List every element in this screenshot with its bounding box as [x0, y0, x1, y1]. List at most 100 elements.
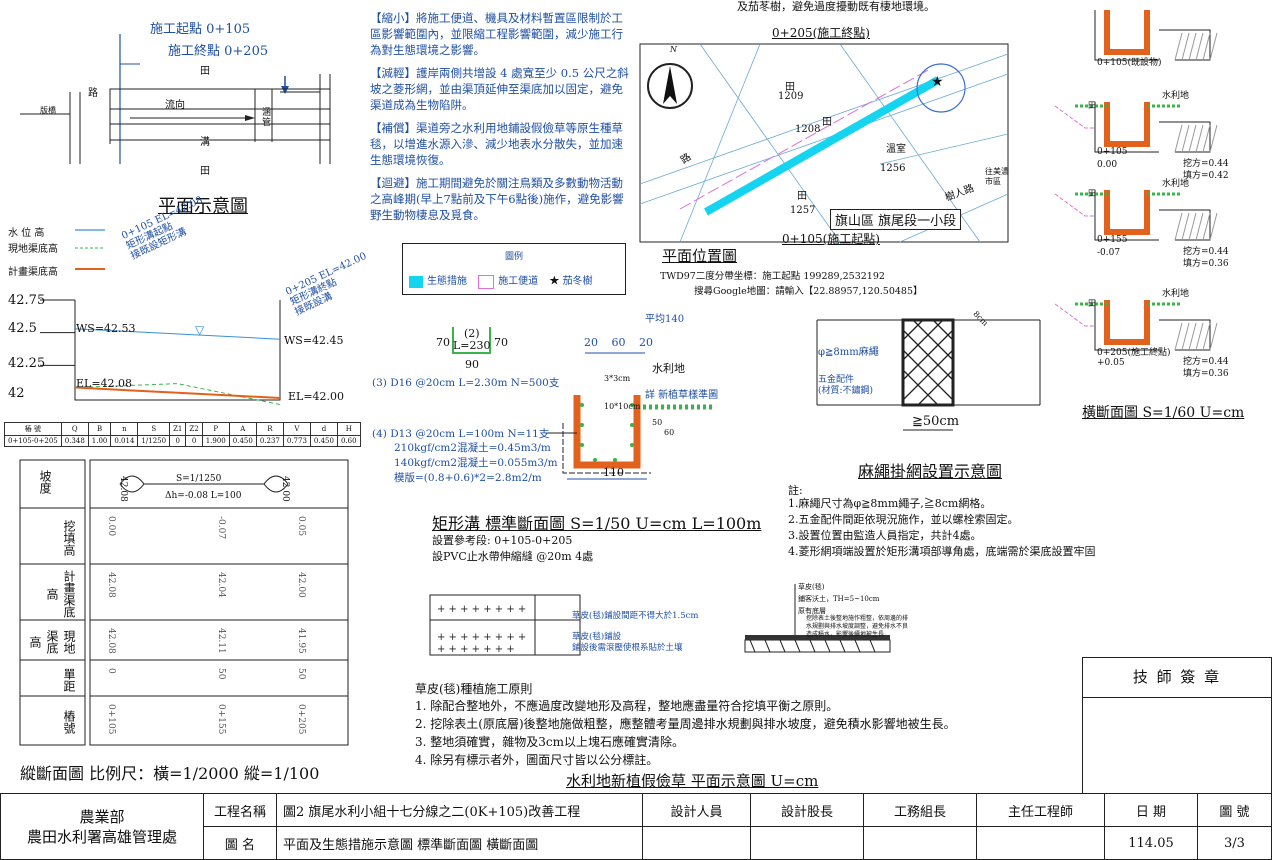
depth-b: 60: [664, 428, 675, 437]
grid-row-label: 樁號: [62, 710, 76, 734]
depth-a: 50: [652, 418, 663, 427]
xs-water-land: 水利地: [1162, 91, 1190, 101]
field-top: 田: [200, 66, 210, 77]
eco-measure-tag: 【迴避】: [370, 176, 416, 190]
slope-detail: Δh=-0.08 L=100: [165, 491, 242, 501]
hydraulic-cell: 0.773: [282, 435, 311, 447]
legend-existing-bottom: 現地渠底高: [8, 244, 58, 255]
xs-cut: 挖方=0.44: [1183, 247, 1229, 257]
turf-layer1: 草皮(毯): [798, 583, 825, 591]
sig-works-chief: [863, 826, 977, 860]
turf-principles: 1. 除配合整地外，不應過度改變地形及高程，整地應盡量符合挖填平衡之原則。2. …: [415, 697, 956, 769]
hydraulic-header-cell: d: [309, 422, 338, 436]
location-coord2: 搜尋Google地圖：請輸入【22.88957,120.50485】: [694, 286, 923, 297]
grid-cell: 0+155: [216, 704, 226, 735]
std-width: 110: [603, 466, 624, 479]
turf-note1: 草皮(毯)鋪設間距不得大於1.5cm: [572, 611, 699, 621]
grid-cell: 0.05: [296, 516, 306, 537]
turf-principle: 3. 整地須確實，雜物及3cm以上塊石應確實清除。: [415, 735, 684, 749]
road-label: 路: [88, 88, 98, 99]
map-start-label: 0+105(施工起點): [782, 232, 880, 246]
grid-cell: 0.00: [106, 516, 116, 537]
rope-note: 1.麻繩尺寸為φ≧8mm繩子,≧8cm網格。: [788, 497, 992, 510]
eco-measure-item: 【迴避】施工期間避免於關注鳥類及多數動物活動之高峰期(早上7點前及下午6點後)施…: [370, 175, 632, 223]
std-sub2: 設PVC止水帶伸縮縫 @20m 4處: [432, 550, 594, 563]
eco-measure-text: 渠道旁之水利用地鋪設假儉草等原生種草毯，以增進水源入滲、減少地表水分散失，並加速…: [370, 121, 623, 167]
access-road-swatch: [478, 274, 495, 289]
grid-row-label: 計畫渠底高: [45, 570, 76, 618]
proj-name: 圖2 旗尾水利小組十七分線之二(0K+105)改善工程: [276, 793, 643, 827]
y-tick-2: 42.5: [8, 321, 37, 336]
channel-section: [1104, 10, 1150, 55]
slope-row-label: 坡度: [38, 470, 52, 494]
date-value: 114.05: [1104, 826, 1198, 860]
dim-20b: 20: [639, 336, 653, 349]
grid-cell: 42.08: [106, 628, 116, 654]
lot-2: 1209: [778, 91, 804, 102]
role-designer: 設計人員: [642, 793, 751, 827]
dim-60: 60: [611, 336, 626, 349]
cross-sections-drawing: [1054, 10, 1218, 351]
culvert-label: 涵管: [262, 108, 272, 128]
xs-field: 田: [1088, 189, 1096, 198]
map-end-label: 0+205(施工終點): [772, 26, 870, 40]
hydraulic-header-cell: H: [336, 422, 361, 436]
org-name-1: 農業部: [79, 807, 125, 826]
org-name-2: 農田水利署高雄管理處: [26, 827, 177, 846]
no-value: 3/3: [1197, 826, 1272, 860]
xs-cut: 挖方=0.44: [1183, 357, 1229, 367]
signature-box: 技 師 簽 章: [1082, 657, 1272, 794]
profile-title: 縱斷面圖 比例尺：橫=1/2000 縱=1/100: [20, 764, 320, 783]
slope-right: 42.00: [280, 476, 290, 502]
field-bottom: 田: [200, 166, 210, 177]
eco-measure-tag: 【縮小】: [370, 11, 416, 25]
xs-elev: -0.07: [1097, 248, 1121, 258]
series-line-2: [74, 386, 281, 399]
xs-fill: 填方=0.42: [1183, 171, 1229, 181]
hydraulic-cell: 0.450: [228, 435, 257, 447]
svg-text:+ + + + + + + +: + + + + + + + +: [437, 604, 526, 615]
plan-sketch-drawing: [20, 34, 331, 164]
grid-cell: 42.00: [296, 572, 306, 598]
sig-designer: [642, 826, 751, 860]
hydraulic-header-cell: B: [87, 422, 112, 436]
legend-tree: 茄冬樹: [562, 276, 593, 287]
grass-note: 詳 新植草樣準圖: [645, 390, 719, 401]
grid-cell: 42.11: [216, 628, 226, 654]
standard-section-drawing: [452, 327, 715, 480]
channel-section: [1104, 190, 1150, 235]
hydraulic-header-cell: A: [228, 422, 257, 436]
rope-width: ≧50cm: [912, 414, 960, 429]
legend-access: 施工便道: [498, 276, 539, 287]
hydraulic-header-cell: 樁 號: [4, 422, 62, 436]
rope-notes: 1.麻繩尺寸為φ≧8mm繩子,≧8cm網格。2.五金配件間距依現況施作，並以螺栓…: [788, 496, 1096, 560]
turf-layer3-detail: 挖除表土後整地施作粗整，依周邊的排水規劃與排水坡度調整，避免排水不良造成積水，影…: [806, 615, 909, 638]
rope-notes-title: 註:: [788, 484, 803, 497]
map-top-note: 及茄苳樹，避免過度擾動既有棲地環境。: [737, 0, 935, 13]
eco-measure-item: 【減輕】護岸兩側共增設 4 處寬至少 0.5 公尺之斜坡之菱形網，並由渠頂延伸至…: [370, 65, 632, 113]
hydraulic-header-cell: V: [282, 422, 311, 436]
turf-note2: 草皮(毯)鋪設 鋪設後需滾壓使根系貼於土壤: [572, 632, 683, 653]
turf-layer3: 原有底層: [798, 607, 826, 615]
plan-sketch-title: 平面示意圖: [158, 196, 248, 217]
rope-note: 3.設置位置由監造人員指定，共計4處。: [788, 529, 982, 542]
lot-5: 溫室: [886, 144, 906, 155]
flow-label: 流向: [165, 100, 185, 111]
location-title: 平面位置圖: [662, 247, 738, 265]
std-sub1: 設置參考段: 0+105-0+205: [432, 534, 573, 547]
signature-title: 技 師 簽 章: [1132, 668, 1222, 686]
detail-b: 10*10cm: [604, 402, 641, 411]
xs-fill: 填方=0.36: [1183, 259, 1229, 269]
star-icon: ★: [549, 276, 560, 287]
rope-title: 麻繩掛網設置示意圖: [858, 462, 1003, 481]
xs-station: 0+105: [1097, 147, 1128, 157]
std-title: 矩形溝 標準斷面圖 S=1/50 U=cm L=100m: [432, 514, 762, 533]
eco-measure-swatch: [409, 275, 423, 288]
hydraulic-header-cell: S: [137, 422, 171, 436]
rope-note: 4.菱形網項端設置於矩形溝項部導角處，底端需於渠底設置牢固: [788, 545, 1096, 558]
el-right: EL=42.00: [288, 390, 345, 403]
grid-cell: 0+205: [296, 704, 306, 735]
grid-cell: 50: [216, 668, 226, 680]
